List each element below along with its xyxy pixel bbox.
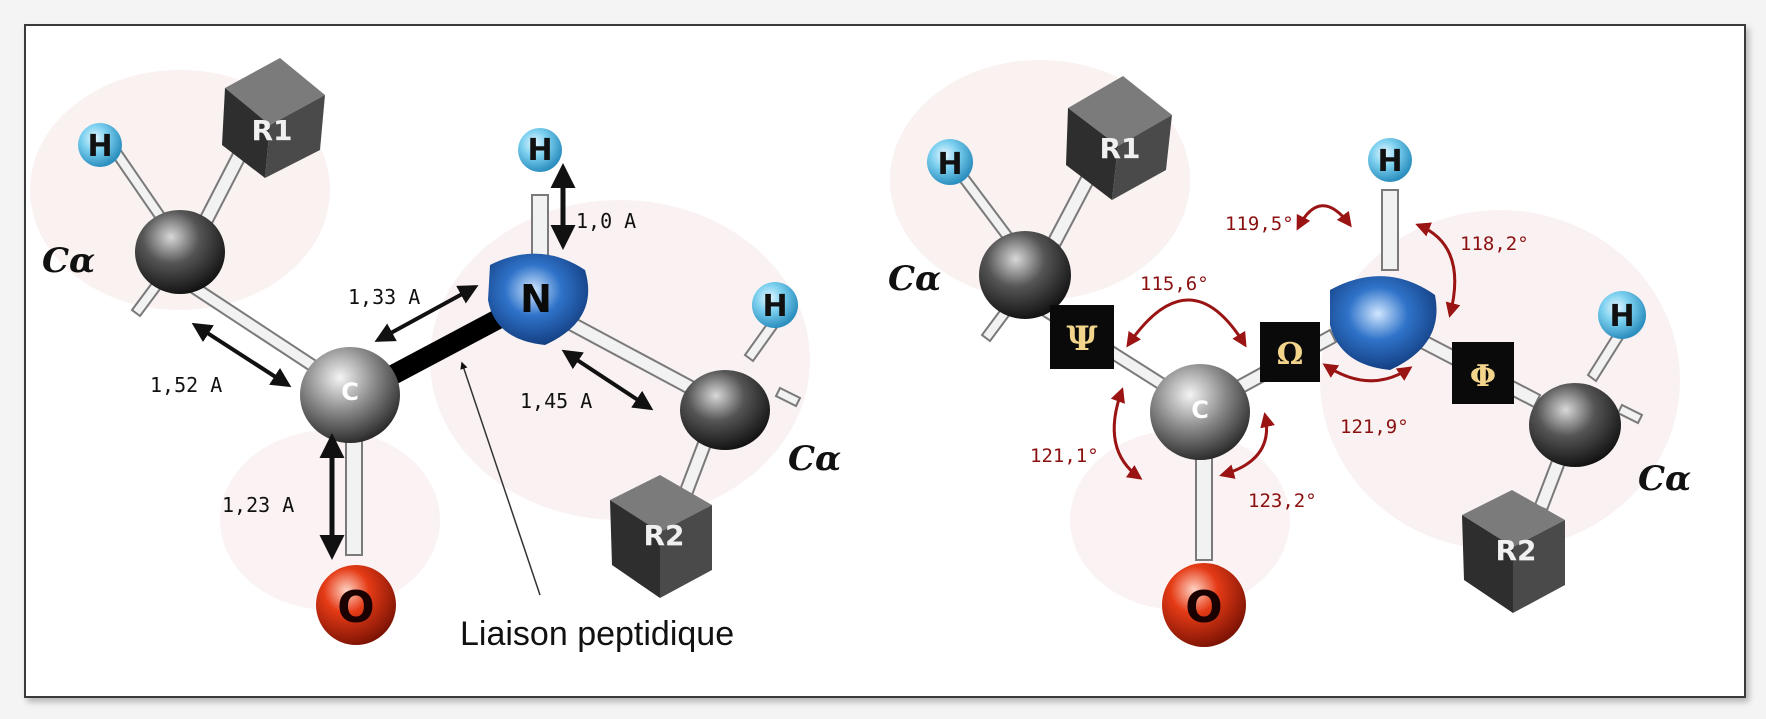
angle-arc [1126,298,1247,348]
angle-arc [1322,363,1413,383]
calpha-label-2: Cα [788,439,841,479]
atom-label-r2: R2 [643,519,684,552]
angle-arc [1415,222,1461,318]
caption-pointer [460,361,541,596]
nitrogen-atom [488,253,589,345]
bond-length-n-h: 1,0 A [576,209,636,233]
right-panel: H R1 Cα C O H H Cα R2 Ψ Ω [888,60,1691,647]
psi-label: Ψ [1066,319,1097,359]
omega-label: Ω [1277,337,1304,372]
angle-label: 121,1° [1030,445,1099,467]
oxygen-atom [316,565,396,645]
r2-cube: R2 [1462,490,1565,613]
hydrogen-atom [518,128,562,172]
atom-label-c: C [1191,396,1209,424]
hydrogen-atom [1368,138,1412,182]
calpha-label-2: Cα [1638,459,1691,499]
bond-n-h [1381,189,1399,271]
atom-label-hn: H [527,133,552,168]
bond-calpha-stub2 [1616,403,1644,425]
hydrogen-atom [78,123,122,167]
bond-c-o [1195,449,1213,561]
atom-label-r2: R2 [1495,534,1536,567]
phi-box [1452,342,1514,404]
peptide-bond-caption: Liaison peptidique [460,615,734,653]
angle-label: 123,2° [1248,490,1317,512]
bond-c-o [345,429,363,556]
angle-arc [1219,412,1275,479]
left-panel: H R1 Cα C O N H H Cα R2 1,0 A [30,58,841,653]
calpha-atom [1529,383,1621,467]
bond-length-c-o: 1,23 A [222,493,294,517]
calpha-atom [680,370,770,450]
angle-arc [1296,204,1352,231]
calpha-atom [979,231,1071,319]
angle-label: 121,9° [1340,416,1409,438]
bond-length-c-n: 1,33 A [348,285,420,309]
atom-label-o: O [1185,582,1222,633]
r1-cube: R1 [1066,76,1172,200]
angle-arc [1110,387,1143,480]
atom-label-r1: R1 [1099,132,1140,165]
r2-cube: R2 [610,475,712,598]
omega-box [1260,322,1320,382]
calpha-label-1: Cα [888,259,941,299]
bond-length-calpha-c: 1,52 A [150,373,222,397]
bond-n-h [531,194,549,263]
bond-length-arrow [561,349,654,411]
bond-calpha-stub2 [774,386,802,408]
atom-label-o: O [337,582,374,633]
atom-label-h1: H [87,129,112,164]
psi-box [1050,305,1114,369]
atom-label-n: N [520,277,552,321]
nitrogen-atom [1330,276,1437,370]
atom-label-hn: H [1377,144,1402,179]
oxygen-atom [1162,563,1246,647]
atom-label-h1: H [937,147,962,182]
atom-label-h2: H [1609,299,1634,334]
r1-cube: R1 [222,58,325,178]
atom-label-h2: H [762,289,787,324]
bond-length-arrow [191,322,292,388]
bond-length-n-calpha: 1,45 A [520,389,592,413]
atom-label-c: C [341,378,359,406]
atom-label-r1: R1 [251,114,292,147]
bond-length-arrow [374,285,479,342]
hydrogen-atom [927,139,973,185]
calpha-atom [135,210,225,294]
angle-label: 119,5° [1225,213,1294,235]
calpha-label-1: Cα [42,241,95,281]
phi-label: Φ [1470,359,1496,394]
hydrogen-atom [752,282,798,328]
angle-label: 115,6° [1140,273,1209,295]
hydrogen-atom [1598,291,1646,339]
angle-arcs [1110,204,1461,480]
carbon-atom [300,347,400,443]
angle-label: 118,2° [1460,233,1529,255]
